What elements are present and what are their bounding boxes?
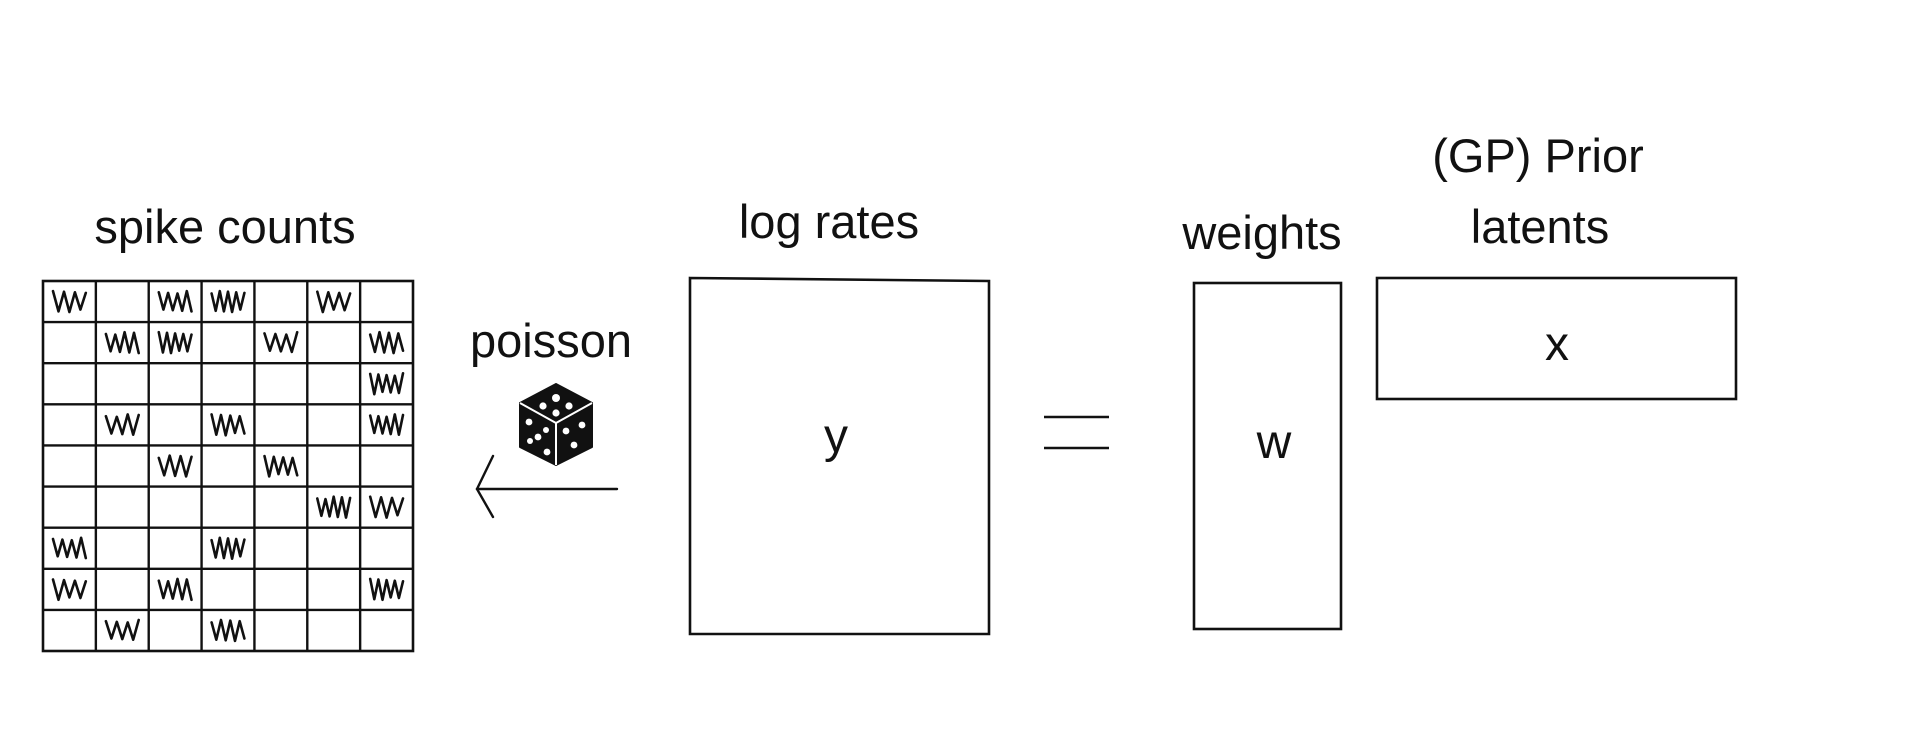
log-rates-label: log rates bbox=[739, 195, 919, 248]
gp-prior-label: (GP) Prior bbox=[1432, 129, 1644, 182]
latents-matrix bbox=[1375, 276, 1738, 401]
weights-panel: weights w bbox=[1181, 206, 1343, 631]
spike-scribble bbox=[210, 289, 246, 314]
spike-scribble bbox=[157, 454, 193, 478]
spike-scribble bbox=[316, 290, 352, 314]
log-rates-matrix bbox=[688, 276, 991, 636]
spike-grid-border bbox=[41, 279, 415, 653]
spike-scribble bbox=[210, 413, 246, 437]
spike-scribble bbox=[368, 413, 405, 436]
spike-scribble bbox=[157, 289, 193, 313]
latents-label: latents bbox=[1471, 200, 1609, 253]
spike-scribble bbox=[51, 536, 88, 560]
spike-scribble bbox=[368, 372, 405, 396]
spike-scribble bbox=[368, 577, 405, 602]
equals-sign-icon bbox=[1044, 415, 1109, 450]
spike-counts-label: spike counts bbox=[94, 200, 355, 253]
weights-label: weights bbox=[1181, 206, 1341, 259]
y-matrix-symbol: y bbox=[824, 410, 848, 463]
spike-scribble bbox=[51, 578, 88, 602]
spike-scribble bbox=[104, 413, 140, 436]
left-arrow-icon bbox=[475, 454, 619, 519]
x-matrix-symbol: x bbox=[1545, 318, 1569, 371]
spike-scribble bbox=[210, 618, 246, 643]
spike-scribble bbox=[210, 536, 246, 560]
spike-scribble bbox=[51, 289, 88, 314]
spike-scribble bbox=[104, 618, 140, 641]
log-rates-panel: log rates y bbox=[688, 195, 991, 636]
spike-scribble bbox=[263, 330, 299, 354]
spike-scribble bbox=[368, 495, 405, 519]
poisson-label: poisson bbox=[470, 314, 632, 367]
spike-counts-panel: spike counts bbox=[41, 200, 415, 653]
spike-scribble bbox=[368, 330, 405, 355]
latents-panel: (GP) Prior latents x bbox=[1375, 129, 1738, 401]
w-matrix-symbol: w bbox=[1256, 416, 1292, 469]
spike-scribble bbox=[157, 577, 193, 602]
spike-scribble bbox=[104, 330, 140, 355]
weights-matrix bbox=[1192, 281, 1343, 631]
spike-count-grid bbox=[41, 279, 415, 653]
dice-icon bbox=[519, 383, 593, 466]
poisson-sampling: poisson bbox=[470, 314, 632, 519]
spike-scribble bbox=[316, 495, 352, 519]
spike-scribble bbox=[263, 454, 299, 478]
spike-scribble bbox=[157, 330, 193, 355]
